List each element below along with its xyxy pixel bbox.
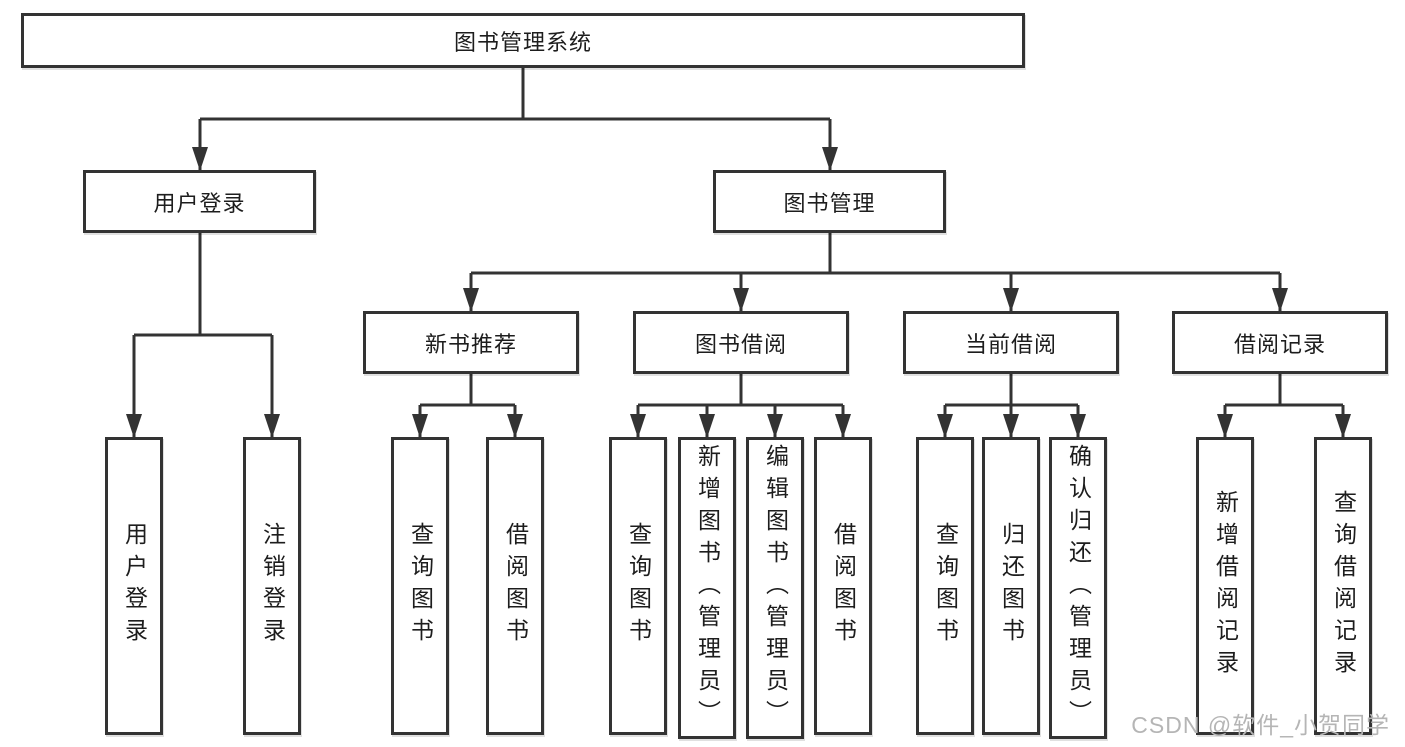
leaf-br-add: 新增借阅记录 <box>1196 437 1254 735</box>
leaf-cb-query: 查询图书 <box>916 437 974 735</box>
leaf-ul-login: 用户登录 <box>105 437 163 735</box>
node-user-login-label: 用户登录 <box>153 190 246 216</box>
node-root-label: 图书管理系统 <box>453 29 592 55</box>
leaf-cb-return: 归还图书 <box>982 437 1040 735</box>
leaf-bb-query-label: 查询图书 <box>625 522 652 650</box>
node-current-borrow-label: 当前借阅 <box>964 331 1057 357</box>
node-borrow-records-label: 借阅记录 <box>1233 331 1326 357</box>
node-book-mgmt-label: 图书管理 <box>783 190 876 216</box>
leaf-nbr-borrow: 借阅图书 <box>486 437 544 735</box>
leaf-nbr-query: 查询图书 <box>391 437 449 735</box>
leaf-br-query: 查询借阅记录 <box>1314 437 1372 735</box>
leaf-nbr-borrow-label: 借阅图书 <box>502 522 529 650</box>
leaf-nbr-query-label: 查询图书 <box>407 522 434 650</box>
leaf-br-add-label: 新增借阅记录 <box>1212 490 1239 682</box>
leaf-cb-confirm-label: 确认归还（管理员） <box>1065 444 1092 732</box>
leaf-ul-login-label: 用户登录 <box>121 522 148 650</box>
leaf-bb-query: 查询图书 <box>609 437 667 735</box>
leaf-br-query-label: 查询借阅记录 <box>1330 490 1357 682</box>
leaf-ul-logout: 注销登录 <box>243 437 301 735</box>
node-new-book-rec-label: 新书推荐 <box>424 331 517 357</box>
node-root: 图书管理系统 <box>21 13 1025 68</box>
leaf-bb-edit-label: 编辑图书（管理员） <box>762 444 789 732</box>
leaf-ul-logout-label: 注销登录 <box>259 522 286 650</box>
csdn-watermark: CSDN @软件_小贺同学 <box>1131 712 1390 738</box>
leaf-bb-edit: 编辑图书（管理员） <box>746 437 804 739</box>
node-user-login: 用户登录 <box>83 170 316 233</box>
leaf-cb-return-label: 归还图书 <box>998 522 1025 650</box>
leaf-bb-borrow-label: 借阅图书 <box>830 522 857 650</box>
node-current-borrow: 当前借阅 <box>903 311 1119 374</box>
leaf-bb-add-label: 新增图书（管理员） <box>694 444 721 732</box>
node-book-borrow: 图书借阅 <box>633 311 849 374</box>
node-borrow-records: 借阅记录 <box>1172 311 1388 374</box>
node-book-mgmt: 图书管理 <box>713 170 946 233</box>
leaf-bb-add: 新增图书（管理员） <box>678 437 736 739</box>
node-new-book-rec: 新书推荐 <box>363 311 579 374</box>
leaf-cb-query-label: 查询图书 <box>932 522 959 650</box>
leaf-bb-borrow: 借阅图书 <box>814 437 872 735</box>
leaf-cb-confirm: 确认归还（管理员） <box>1049 437 1107 739</box>
node-book-borrow-label: 图书借阅 <box>694 331 787 357</box>
connector-spines <box>134 68 1343 407</box>
